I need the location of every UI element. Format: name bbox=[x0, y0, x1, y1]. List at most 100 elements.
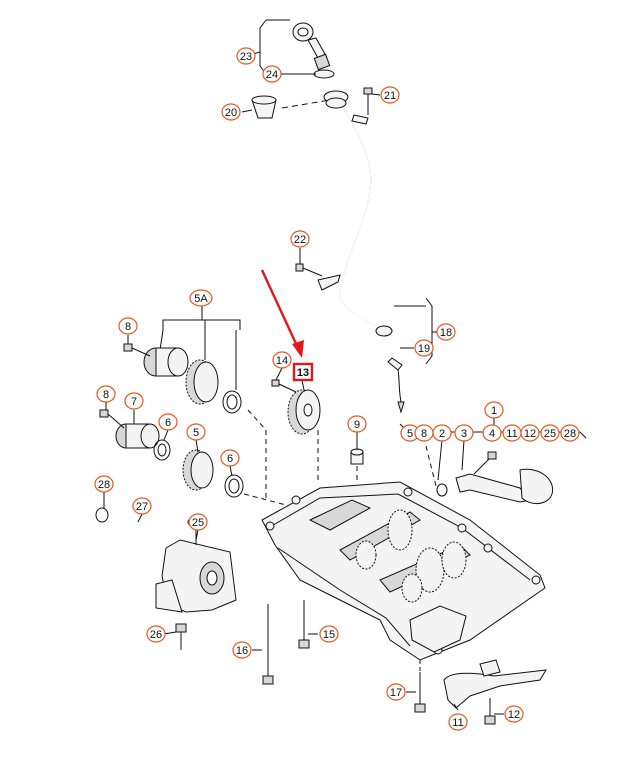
highlight-arrow bbox=[260, 269, 304, 358]
callout-bubble bbox=[414, 339, 434, 357]
callout-number: 11 bbox=[452, 717, 463, 729]
callout-11: 11 bbox=[502, 424, 522, 442]
callout-20: 20 bbox=[221, 103, 241, 121]
callout-number: 2 bbox=[439, 428, 445, 440]
callout-number: 12 bbox=[508, 709, 520, 721]
callout-bubble bbox=[232, 641, 252, 659]
callout-13: 13 bbox=[292, 362, 314, 382]
callout-bubble bbox=[319, 625, 339, 643]
callout-number: 27 bbox=[136, 501, 148, 513]
callout-4: 4 bbox=[482, 424, 502, 442]
callout-number: 25 bbox=[544, 428, 556, 440]
callout-bubble bbox=[132, 497, 152, 515]
callout-bubble bbox=[262, 65, 282, 83]
callout-22: 22 bbox=[290, 230, 310, 248]
callout-number: 20 bbox=[225, 107, 237, 119]
callout-bubble bbox=[432, 424, 452, 442]
callout-number: 8 bbox=[125, 321, 131, 333]
callout-number: 7 bbox=[131, 396, 137, 408]
callout-11: 11 bbox=[448, 713, 468, 731]
callout-21: 21 bbox=[380, 86, 400, 104]
callout-bubble bbox=[96, 385, 116, 403]
callout-number: 13 bbox=[297, 367, 309, 379]
callout-24: 24 bbox=[262, 65, 282, 83]
callout-number: 24 bbox=[266, 69, 278, 81]
callout-bubble bbox=[221, 103, 241, 121]
callout-8: 8 bbox=[118, 317, 138, 335]
callout-number: 4 bbox=[489, 428, 495, 440]
callout-bubble bbox=[118, 317, 138, 335]
callout-number: 1 bbox=[491, 405, 497, 417]
callout-bubble bbox=[448, 713, 468, 731]
callout-bubble bbox=[220, 449, 240, 467]
callout-bubble bbox=[436, 323, 456, 341]
callout-number: 5 bbox=[407, 428, 413, 440]
callout-5: 5 bbox=[186, 423, 206, 441]
callout-28: 28 bbox=[560, 424, 580, 442]
callout-12: 12 bbox=[520, 424, 540, 442]
callout-number: 8 bbox=[421, 428, 427, 440]
callout-number: 22 bbox=[294, 234, 306, 246]
callout-number: 14 bbox=[276, 355, 288, 367]
callout-bubble bbox=[347, 415, 367, 433]
callout-number: 9 bbox=[354, 419, 360, 431]
callout-2: 2 bbox=[432, 424, 452, 442]
callout-bubble bbox=[186, 423, 206, 441]
callout-bubble bbox=[292, 362, 314, 382]
callout-6: 6 bbox=[158, 413, 178, 431]
callout-bubble bbox=[520, 424, 540, 442]
callout-number: 3 bbox=[461, 428, 467, 440]
callout-bubble bbox=[386, 683, 406, 701]
callout-number: 8 bbox=[103, 389, 109, 401]
callout-19: 19 bbox=[414, 339, 434, 357]
callout-bubble bbox=[158, 413, 178, 431]
callout-number: 17 bbox=[390, 687, 402, 699]
callout-number: 23 bbox=[240, 51, 252, 63]
callout-12: 12 bbox=[504, 705, 524, 723]
callout-bubble bbox=[189, 289, 213, 307]
callout-3: 3 bbox=[454, 424, 474, 442]
callout-bubble bbox=[560, 424, 580, 442]
callout-6: 6 bbox=[220, 449, 240, 467]
callout-number: 6 bbox=[227, 453, 233, 465]
callout-bubble bbox=[380, 86, 400, 104]
callout-15: 15 bbox=[319, 625, 339, 643]
callout-14: 14 bbox=[272, 351, 292, 369]
dipstick-assembly bbox=[251, 22, 405, 414]
callout-bubble bbox=[540, 424, 560, 442]
balance-shaft-parts bbox=[99, 305, 291, 507]
callout-bubble bbox=[236, 47, 256, 65]
callout-18: 18 bbox=[436, 323, 456, 341]
callout-bubble bbox=[504, 705, 524, 723]
callout-bubble bbox=[124, 392, 144, 410]
callout-25: 25 bbox=[540, 424, 560, 442]
callout-number: 28 bbox=[98, 479, 110, 491]
callout-number: 28 bbox=[564, 428, 576, 440]
callout-5A: 5A bbox=[189, 289, 213, 307]
callout-17: 17 bbox=[386, 683, 406, 701]
callout-bubble bbox=[94, 475, 114, 493]
callout-number: 5 bbox=[193, 427, 199, 439]
callout-bubble bbox=[272, 351, 292, 369]
balance-shaft-housing bbox=[261, 448, 546, 661]
oil-pump-assembly bbox=[95, 507, 237, 650]
callout-number: 6 bbox=[165, 417, 171, 429]
callout-number: 25 bbox=[192, 517, 204, 529]
callout-1: 1 bbox=[484, 401, 504, 419]
callout-27: 27 bbox=[132, 497, 152, 515]
callout-number: 5A bbox=[194, 293, 208, 305]
callout-bubble bbox=[146, 625, 166, 643]
callout-number: 26 bbox=[150, 629, 162, 641]
callout-23: 23 bbox=[236, 47, 256, 65]
callout-9: 9 bbox=[347, 415, 367, 433]
callout-bubble bbox=[484, 401, 504, 419]
callout-16: 16 bbox=[232, 641, 252, 659]
callout-number: 11 bbox=[506, 428, 517, 440]
callout-28: 28 bbox=[94, 475, 114, 493]
callout-26: 26 bbox=[146, 625, 166, 643]
callout-number: 21 bbox=[384, 90, 396, 102]
callout-25: 25 bbox=[188, 513, 208, 531]
callout-number: 16 bbox=[236, 645, 248, 657]
